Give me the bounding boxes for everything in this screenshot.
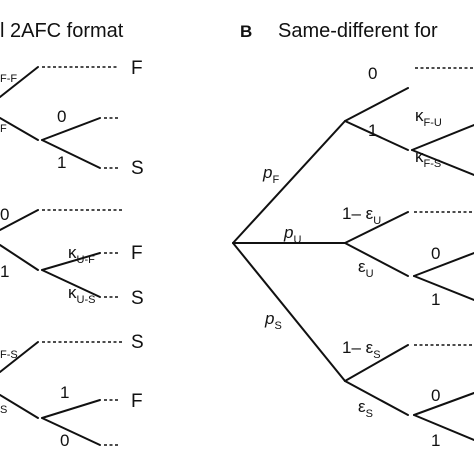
branch [0, 117, 39, 141]
branch [0, 341, 39, 373]
branch [0, 209, 39, 231]
branch-label: 1 [0, 262, 9, 281]
kappa-subscript: F-F [0, 73, 17, 85]
right-tree-1: 0 1 κF-U κF-S [344, 64, 474, 176]
branch-label: 1 [431, 431, 440, 450]
branch-label: 0 [0, 205, 9, 224]
branch [0, 244, 39, 271]
prob-label-pF: pF [262, 163, 279, 186]
root-branch-S [232, 242, 346, 382]
branch-label: 1 [57, 153, 66, 172]
branch [413, 414, 474, 441]
kappa-symbol: κ [68, 243, 77, 262]
branch-label: 1 [60, 383, 69, 402]
branch [344, 211, 409, 244]
kappa-symbol: κ [415, 106, 424, 125]
epsilon-label: 1– εS [342, 338, 381, 361]
p-symbol: p [283, 223, 293, 242]
branch-label: 0 [431, 244, 440, 263]
one-minus-epsilon: 1– ε [342, 204, 374, 223]
outcome-label: S [131, 158, 144, 179]
branch [41, 417, 101, 446]
branch-label: 1 [431, 290, 440, 309]
branch [344, 380, 409, 416]
left-tree-2: 0 1 κU-F κU-S F S [0, 205, 144, 309]
kappa-label: κU-S [68, 283, 95, 306]
epsilon-subscript: S [366, 408, 373, 420]
epsilon-label: 1– εU [342, 204, 381, 227]
prob-label-pU: pU [283, 223, 301, 246]
outcome-label: F [131, 391, 143, 412]
kappa-subscript: F [0, 123, 7, 135]
kappa-label: κF-S [415, 147, 441, 170]
kappa-symbol: κ [68, 283, 77, 302]
branch [41, 269, 101, 298]
right-tree-2: 1– εU εU 0 1 [342, 204, 474, 309]
epsilon-subscript: U [366, 268, 374, 280]
branch-label: 0 [57, 107, 66, 126]
branch [411, 124, 474, 151]
branch [41, 252, 101, 271]
outcome-label: F [131, 58, 143, 79]
branch [0, 66, 39, 98]
branch-label: 0 [368, 64, 377, 83]
left-panel-title: l 2AFC format [0, 20, 124, 42]
branch [41, 117, 101, 141]
kappa-subscript: F-U [424, 117, 442, 129]
branch [411, 149, 474, 176]
p-subscript: U [293, 234, 301, 246]
right-panel: B Same-different for pF pU pS 0 1 κF-U κ… [232, 20, 474, 450]
epsilon-subscript: U [373, 215, 381, 227]
branch [344, 344, 409, 382]
branch [413, 252, 474, 277]
branch [41, 139, 101, 169]
epsilon-subscript: S [373, 349, 380, 361]
branch-label: 0 [431, 386, 440, 405]
left-panel: l 2AFC format F-F F 0 1 F S 0 [0, 20, 144, 450]
branch-label: 0 [60, 431, 69, 450]
kappa-subscript: U-F [77, 254, 96, 266]
epsilon-symbol: ε [358, 257, 366, 276]
left-tree-3: F-S S S 1 F 0 [0, 332, 144, 450]
branch [41, 399, 101, 419]
one-minus-epsilon: 1– ε [342, 338, 374, 357]
kappa-symbol: κ [415, 147, 424, 166]
epsilon-symbol: ε [358, 397, 366, 416]
branch [344, 87, 409, 122]
branch [413, 275, 474, 301]
kappa-label: κU-F [68, 243, 95, 266]
outcome-label: S [131, 332, 144, 353]
kappa-subscript: F-S [424, 158, 442, 170]
epsilon-label: εU [358, 257, 374, 280]
p-symbol: p [264, 309, 274, 328]
right-tree-3: 1– εS εS 0 1 [342, 338, 474, 450]
p-symbol: p [262, 163, 272, 182]
prob-label-pS: pS [264, 309, 282, 332]
outcome-label: F [131, 243, 143, 264]
left-tree-1: F-F F 0 1 F S [0, 58, 144, 179]
root-branch-F [232, 120, 346, 244]
kappa-subscript: U-S [77, 294, 96, 306]
epsilon-label: εS [358, 397, 373, 420]
p-subscript: F [272, 174, 279, 186]
panel-letter: B [240, 22, 252, 41]
kappa-subscript: S [0, 404, 7, 416]
p-subscript: S [274, 320, 281, 332]
right-panel-title: Same-different for [278, 20, 438, 42]
kappa-subscript: F-S [0, 349, 18, 361]
branch [413, 392, 474, 416]
branch [0, 394, 39, 419]
branch [344, 120, 409, 151]
outcome-label: S [131, 288, 144, 309]
branch [344, 242, 409, 277]
kappa-label: κF-U [415, 106, 442, 129]
branch-label: 1 [368, 121, 377, 140]
